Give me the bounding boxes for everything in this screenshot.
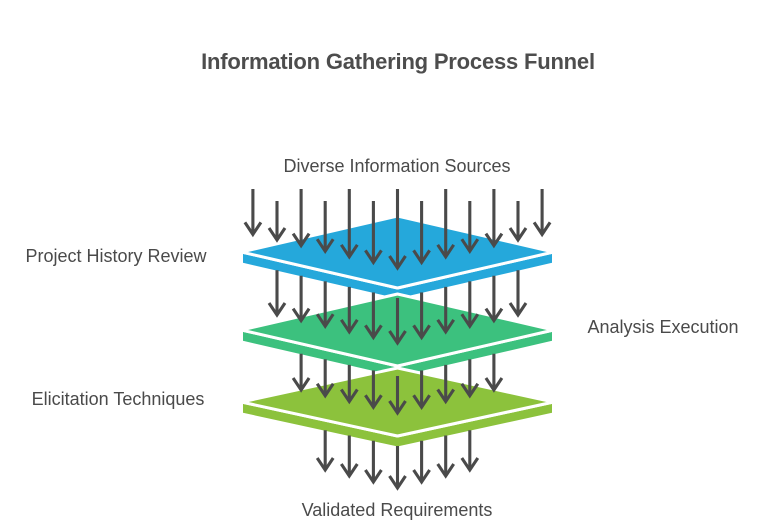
flow-arrow-band3-1 xyxy=(340,435,359,479)
flow-arrow-band2-1 xyxy=(315,359,335,399)
flow-arrow-band1-3 xyxy=(340,286,359,335)
flow-arrow-band2-0 xyxy=(291,353,311,393)
flow-arrow-band3-5 xyxy=(436,435,455,479)
flow-arrow-band0-1 xyxy=(267,201,287,243)
flow-arrow-band3-4 xyxy=(412,440,431,485)
label-project-history-review: Project History Review xyxy=(25,246,207,267)
flow-arrow-band2-8 xyxy=(484,353,504,393)
flow-arrow-band0-4 xyxy=(340,189,359,260)
flow-arrow-band0-12 xyxy=(532,189,552,238)
flow-arrow-band0-8 xyxy=(436,189,455,260)
flow-arrow-band1-10 xyxy=(508,270,528,318)
flow-arrow-band1-4 xyxy=(364,292,383,341)
flow-arrow-band0-6 xyxy=(388,189,407,271)
flow-arrow-band1-1 xyxy=(291,275,311,324)
flow-arrow-band2-4 xyxy=(388,376,407,416)
label-diverse-information-sources: Diverse Information Sources xyxy=(283,156,511,177)
flow-arrow-band0-11 xyxy=(508,201,528,243)
diagram-title: Information Gathering Process Funnel xyxy=(201,49,595,74)
flow-arrow-band3-0 xyxy=(315,430,335,473)
flow-arrow-band1-9 xyxy=(484,275,504,324)
flow-arrow-band2-5 xyxy=(412,370,431,411)
label-validated-requirements: Validated Requirements xyxy=(301,500,493,521)
label-elicitation-techniques: Elicitation Techniques xyxy=(31,389,205,410)
flow-arrow-band0-7 xyxy=(412,201,431,266)
flow-arrow-band0-5 xyxy=(364,201,383,266)
flow-arrow-band1-2 xyxy=(315,281,335,329)
flow-arrow-band2-2 xyxy=(340,364,359,405)
flow-arrow-band2-3 xyxy=(364,370,383,411)
flow-arrow-band1-7 xyxy=(436,286,455,335)
flow-arrow-band2-7 xyxy=(460,359,480,399)
flow-arrow-band0-0 xyxy=(243,189,263,238)
label-analysis-execution: Analysis Execution xyxy=(587,317,739,338)
flow-arrow-band0-9 xyxy=(460,201,480,254)
flow-arrow-band1-0 xyxy=(267,270,287,318)
flow-arrow-band3-6 xyxy=(460,430,480,473)
flow-arrow-band0-2 xyxy=(291,189,311,249)
flow-arrow-band2-6 xyxy=(436,364,455,405)
flow-arrow-band0-10 xyxy=(484,189,504,249)
flow-arrow-band1-6 xyxy=(412,292,431,341)
flow-arrow-band3-2 xyxy=(364,440,383,485)
flow-arrow-band3-3 xyxy=(388,446,407,491)
flow-arrow-band1-5 xyxy=(388,298,407,346)
flow-arrow-band0-3 xyxy=(315,201,335,254)
flow-arrow-band1-8 xyxy=(460,281,480,329)
